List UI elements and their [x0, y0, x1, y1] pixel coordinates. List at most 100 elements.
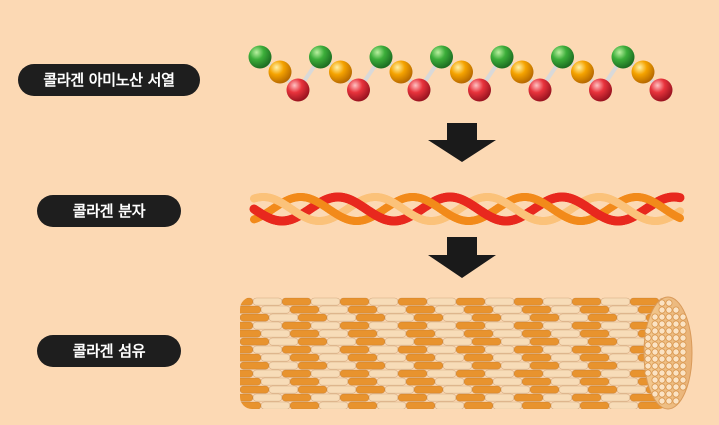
- fibril-cross-section: [665, 299, 673, 307]
- helix-strand-segment: [510, 204, 520, 214]
- amino-acid-bead: [490, 45, 514, 69]
- fibril-cross-section: [651, 320, 659, 328]
- amino-acid-bead: [468, 78, 491, 102]
- fiber-fibril: [500, 385, 531, 394]
- amino-acid-bead: [551, 45, 574, 69]
- fiber-fibril: [405, 401, 436, 409]
- fibril-cross-section: [672, 376, 680, 384]
- fiber-fibril: [521, 329, 552, 338]
- fiber-fibril: [587, 337, 618, 346]
- fiber-fibril: [550, 401, 581, 409]
- fiber-fibril: [281, 321, 312, 330]
- fiber-fibril: [426, 369, 457, 378]
- fiber-fibril: [240, 385, 270, 394]
- fibril-cross-section: [679, 369, 687, 377]
- fiber-fibril: [355, 385, 386, 394]
- fiber-fibril: [240, 353, 262, 362]
- fiber-fibril: [347, 353, 378, 362]
- fiber-fibril: [558, 385, 589, 394]
- fiber-fibril: [355, 313, 386, 322]
- fibril-cross-section: [672, 327, 680, 335]
- fiber-fibril: [310, 393, 341, 402]
- fiber-fibril: [397, 345, 428, 354]
- fibril-cross-section: [672, 306, 680, 314]
- fibril-cross-section: [665, 362, 673, 370]
- fiber-fibril: [413, 337, 444, 346]
- helix-strand-segment: [361, 204, 373, 215]
- fibril-cross-section: [644, 369, 652, 377]
- fiber-fibril: [397, 369, 428, 378]
- fibril-cross-section: [651, 327, 659, 335]
- fiber-fibril: [281, 369, 312, 378]
- fibril-cross-section: [672, 334, 680, 342]
- fiber-fibril: [289, 305, 320, 314]
- fibril-cross-section: [665, 390, 673, 398]
- fibril-cross-section: [651, 376, 659, 384]
- fiber-fibril: [455, 345, 486, 354]
- fibril-cross-section: [665, 383, 673, 391]
- fiber-fibril: [318, 377, 349, 386]
- fibril-cross-section: [644, 348, 652, 356]
- fiber-fibril: [426, 297, 457, 306]
- fiber-fibril: [558, 337, 589, 346]
- fiber-fibril: [397, 297, 428, 306]
- fiber-fibril: [240, 305, 262, 314]
- fiber-fibril: [268, 313, 299, 322]
- fiber-fibril: [455, 369, 486, 378]
- label-amino-acid-sequence: 콜라겐 아미노산 서열: [18, 64, 200, 96]
- fibril-cross-section: [651, 369, 659, 377]
- fiber-fibril: [289, 377, 320, 386]
- fiber-fibril: [571, 297, 602, 306]
- fibril-cross-section: [672, 390, 680, 398]
- fiber-fibril: [529, 337, 560, 346]
- fibril-cross-section: [644, 341, 652, 349]
- fiber-fibril: [339, 321, 370, 330]
- fibril-cross-section: [658, 327, 666, 335]
- fiber-fibril: [608, 353, 639, 362]
- fibril-cross-section: [665, 397, 673, 405]
- fiber-fibril: [240, 377, 262, 386]
- fiber-fibril: [252, 369, 283, 378]
- fiber-fibril: [600, 393, 631, 402]
- fiber-fibril: [579, 329, 610, 338]
- fibril-cross-section: [644, 327, 652, 335]
- amino-acid-bead: [528, 78, 552, 102]
- fiber-fibril: [587, 385, 618, 394]
- fiber-fibril: [579, 377, 610, 386]
- fiber-fibril: [616, 385, 647, 394]
- fibril-cross-section: [679, 320, 687, 328]
- fibril-cross-section: [665, 348, 673, 356]
- fibril-cross-section: [665, 327, 673, 335]
- fiber-fibril: [600, 369, 631, 378]
- fiber-fibril: [455, 393, 486, 402]
- fiber-fibril: [347, 305, 378, 314]
- fiber-fibril: [297, 385, 328, 394]
- fiber-fibril: [384, 361, 415, 370]
- fiber-fibril: [434, 353, 465, 362]
- amino-acid-bead: [309, 45, 332, 69]
- fiber-fibril: [268, 385, 299, 394]
- fiber-fibril: [281, 393, 312, 402]
- fiber-fibril: [240, 361, 270, 370]
- fiber-fibril: [600, 345, 631, 354]
- fiber-fibril: [471, 337, 502, 346]
- fiber-fibril: [513, 393, 544, 402]
- collagen-triple-helix: [249, 192, 685, 226]
- fiber-fibril: [297, 361, 328, 370]
- fiber-fibril: [289, 401, 320, 409]
- fiber-fibril: [281, 345, 312, 354]
- fiber-fibril: [521, 377, 552, 386]
- label-collagen-molecule: 콜라겐 분자: [37, 195, 181, 227]
- fibril-cross-section: [679, 341, 687, 349]
- fibril-cross-section: [679, 376, 687, 384]
- fiber-fibril: [376, 329, 407, 338]
- fibril-cross-section: [679, 334, 687, 342]
- fiber-fibril: [260, 305, 291, 314]
- fiber-fibril: [376, 353, 407, 362]
- helix-strand-segment: [286, 204, 296, 214]
- fiber-fibril: [368, 393, 399, 402]
- fiber-fibril: [252, 321, 283, 330]
- fibril-cross-section: [658, 362, 666, 370]
- amino-acid-chain: [248, 45, 673, 102]
- fiber-fibril: [347, 329, 378, 338]
